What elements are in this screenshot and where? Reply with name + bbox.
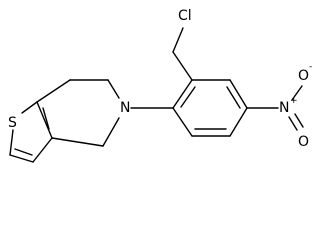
bond-c2-s1 [9, 129, 14, 156]
bond-c7a-c3a-inner [42, 107, 50, 130]
bond-c3-c4aryl [229, 79, 248, 109]
bond-c4-c3a [51, 137, 104, 147]
bond-c4-c5aryl [229, 107, 248, 137]
bond-nnitro-obottom-b [294, 113, 304, 128]
molecule-drawing: S N Cl N + O - O [8, 8, 312, 163]
atom-ring-nitrogen: N [120, 100, 130, 116]
bond-c3-c2-inner [14, 148, 33, 156]
nitro-oxygen-charge: - [309, 62, 312, 72]
bond-c3-c2 [9, 154, 34, 163]
bond-nnitro-obottom-a [288, 116, 298, 131]
bond-c3a-c3 [32, 137, 53, 163]
bond-nnitro-otop [291, 85, 303, 101]
atom-nitro-oxygen-bottom: O [298, 134, 309, 150]
bond-c2aryl-ch2 [172, 51, 193, 81]
bond-c7a-c7 [36, 79, 71, 103]
bond-c6-n5 [107, 79, 120, 99]
bond-c1-c2aryl-inner [180, 86, 196, 108]
atom-nitro-oxygen-top: O [298, 68, 309, 84]
bond-c7a-c3a [36, 101, 53, 139]
atom-nitro-nitrogen: N [279, 100, 289, 116]
bond-s1-c7a [21, 101, 38, 114]
bond-c1-c2aryl [172, 79, 193, 109]
nitro-nitrogen-charge: + [290, 96, 298, 106]
bond-c6-c1aryl [172, 107, 193, 137]
atom-chlorine: Cl [178, 8, 192, 24]
bond-n5-c4 [102, 117, 120, 147]
bond-c3-c4aryl-inner [226, 86, 241, 109]
chemical-structure-canvas: S N Cl N + O - O [8, 8, 312, 163]
atom-sulfur: S [8, 115, 17, 131]
bond-ch2-cl [172, 27, 184, 53]
